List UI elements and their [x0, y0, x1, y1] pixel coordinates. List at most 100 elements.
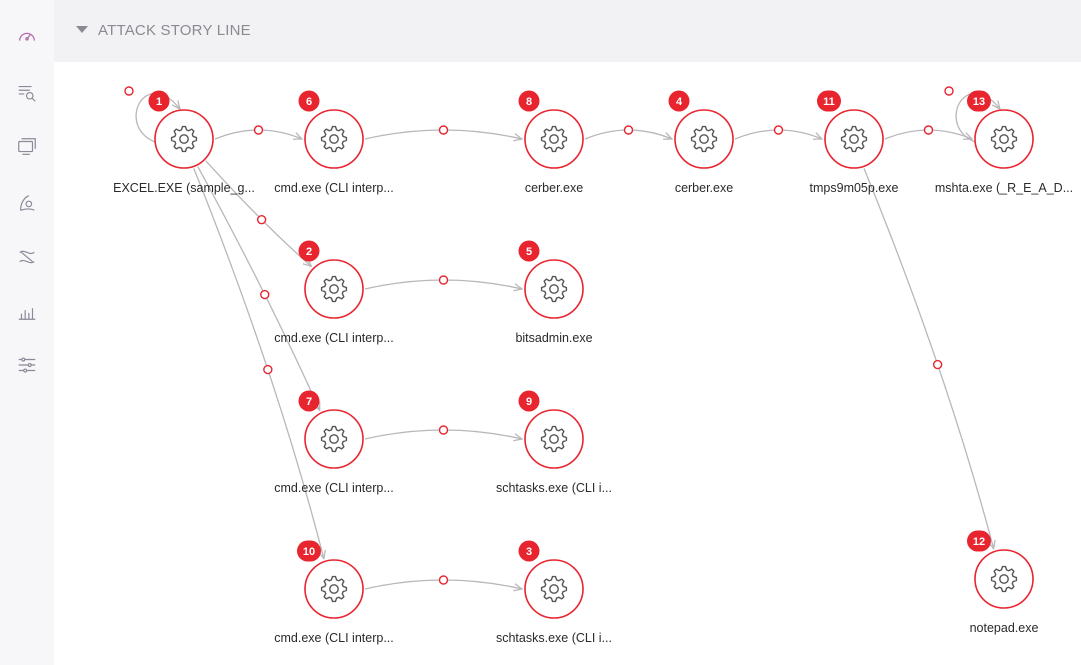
node-order-badge: 12: [967, 530, 991, 552]
node-order-badge: 8: [518, 90, 540, 112]
collapse-caret-icon[interactable]: [76, 26, 88, 33]
edge-event-marker[interactable]: [256, 214, 267, 225]
node-order-badge: 10: [297, 540, 321, 562]
node-label: cerber.exe: [525, 181, 583, 195]
edge-line: [205, 160, 311, 266]
edge-6-8[interactable]: [364, 125, 522, 139]
gear-icon: [320, 425, 348, 453]
badge-number: 1: [156, 96, 162, 108]
edge-11-13[interactable]: [884, 125, 972, 139]
node-label: EXCEL.EXE (sample_g...: [113, 181, 255, 195]
node-order-badge: 4: [668, 90, 690, 112]
edge-line: [197, 166, 320, 411]
gear-icon: [540, 275, 568, 303]
edge-10-3[interactable]: [364, 575, 522, 589]
process-node-10[interactable]: 10 cmd.exe (CLI interp...: [274, 540, 394, 646]
gear-icon: [690, 125, 718, 153]
edge-event-marker[interactable]: [623, 125, 634, 135]
threat-hunt-icon[interactable]: [14, 190, 40, 216]
edge-7-9[interactable]: [364, 425, 522, 439]
edge-event-marker[interactable]: [923, 125, 934, 135]
node-ring: [304, 259, 364, 319]
node-ring: [304, 409, 364, 469]
process-node-5[interactable]: 5 bitsadmin.exe: [515, 240, 593, 346]
edge-1-6[interactable]: [214, 125, 302, 139]
badge-number: 13: [973, 96, 985, 108]
node-label: cmd.exe (CLI interp...: [274, 181, 394, 195]
badge-number: 10: [303, 546, 315, 558]
gear-icon: [320, 575, 348, 603]
search-list-icon[interactable]: [14, 80, 40, 106]
edge-event-marker[interactable]: [438, 275, 449, 285]
node-label: mshta.exe (_R_E_A_D...: [935, 181, 1073, 195]
gear-icon: [540, 575, 568, 603]
node-ring: [524, 559, 584, 619]
edge-line: [193, 168, 324, 558]
section-header: ATTACK STORY LINE: [54, 0, 1081, 62]
node-ring: [524, 409, 584, 469]
devices-icon[interactable]: [14, 134, 40, 160]
edge-event-marker[interactable]: [263, 364, 273, 375]
process-node-6[interactable]: 6 cmd.exe (CLI interp...: [274, 90, 394, 196]
gear-icon: [540, 425, 568, 453]
badge-number: 3: [526, 546, 532, 558]
edge-1-10[interactable]: [193, 168, 324, 558]
node-order-badge: 7: [298, 390, 320, 412]
node-ring: [304, 559, 364, 619]
badge-number: 12: [973, 536, 985, 548]
node-label: schtasks.exe (CLI i...: [496, 481, 612, 495]
node-label: cerber.exe: [675, 181, 733, 195]
node-ring: [154, 109, 214, 169]
node-ring: [824, 109, 884, 169]
node-ring: [974, 549, 1034, 609]
edge-event-marker[interactable]: [438, 425, 449, 435]
edge-event-marker[interactable]: [944, 86, 954, 96]
node-ring: [524, 109, 584, 169]
gear-icon: [990, 125, 1018, 153]
badge-number: 2: [306, 246, 312, 258]
edge-event-marker[interactable]: [773, 125, 784, 135]
edge-4-11[interactable]: [734, 125, 822, 139]
settings-sliders-icon[interactable]: [14, 352, 40, 378]
bar-chart-icon[interactable]: [14, 298, 40, 324]
edge-event-marker[interactable]: [932, 359, 943, 370]
process-node-13[interactable]: 13 mshta.exe (_R_E_A_D...: [935, 90, 1073, 196]
process-node-8[interactable]: 8 cerber.exe: [518, 90, 584, 196]
edge-11-12[interactable]: [863, 168, 994, 548]
edge-event-marker[interactable]: [438, 575, 449, 585]
edge-event-marker[interactable]: [253, 125, 264, 135]
badge-number: 5: [526, 246, 532, 258]
gear-icon: [540, 125, 568, 153]
process-node-4[interactable]: 4 cerber.exe: [668, 90, 734, 196]
edge-1-7[interactable]: [197, 166, 320, 411]
node-ring: [524, 259, 584, 319]
node-order-badge: 3: [518, 540, 540, 562]
node-ring: [974, 109, 1034, 169]
edge-event-marker[interactable]: [124, 86, 134, 96]
badge-number: 8: [526, 96, 532, 108]
node-order-badge: 6: [298, 90, 320, 112]
edge-2-5[interactable]: [364, 275, 522, 289]
gear-icon: [320, 275, 348, 303]
edge-event-marker[interactable]: [260, 289, 270, 300]
gear-icon: [990, 565, 1018, 593]
edge-event-marker[interactable]: [438, 125, 449, 135]
edge-1-2[interactable]: [205, 160, 311, 266]
node-label: cmd.exe (CLI interp...: [274, 631, 394, 645]
edge-8-4[interactable]: [584, 125, 672, 139]
section-title[interactable]: ATTACK STORY LINE: [98, 22, 251, 39]
routes-icon[interactable]: [14, 244, 40, 270]
gear-icon: [320, 125, 348, 153]
dashboard-gauge-icon[interactable]: [14, 24, 40, 50]
node-label: bitsadmin.exe: [515, 331, 592, 345]
node-ring: [674, 109, 734, 169]
